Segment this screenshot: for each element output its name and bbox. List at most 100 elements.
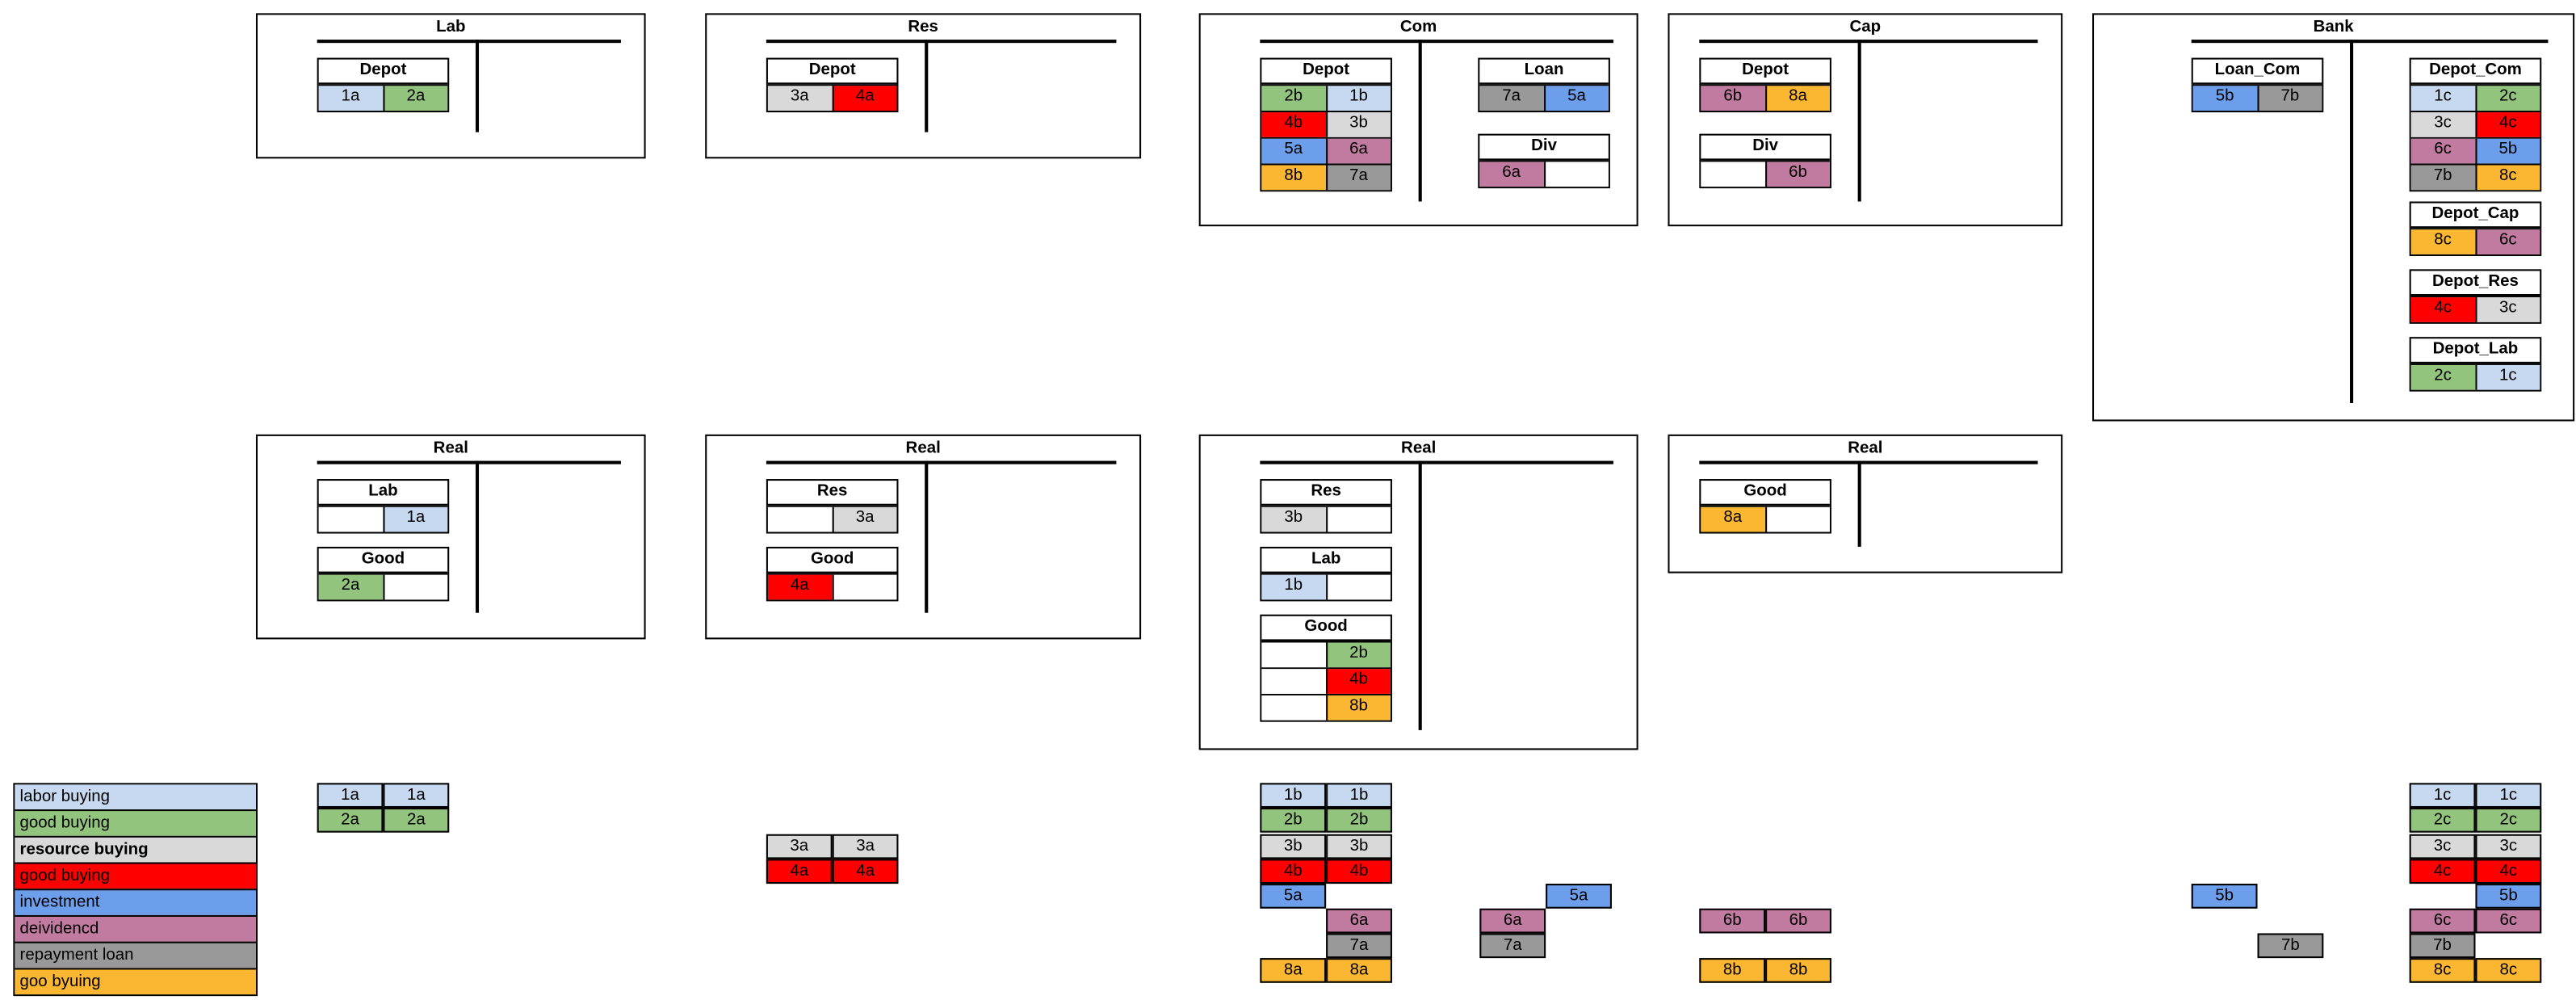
account-row: 3b xyxy=(1261,505,1391,532)
credit-cell xyxy=(1325,506,1391,532)
transaction-chip: 6c xyxy=(2409,908,2476,934)
transaction-chip: 2a xyxy=(383,808,450,833)
debit-cell: 1a xyxy=(318,86,383,111)
debit-cell: 1c xyxy=(2410,86,2475,111)
credit-cell xyxy=(1543,162,1609,187)
credit-cell: 7b xyxy=(2256,86,2322,111)
account-row: 3a xyxy=(767,505,897,532)
account-title: Loan_Com xyxy=(2192,60,2322,85)
sector-title: Real xyxy=(1848,439,1883,458)
debit-cell: 5a xyxy=(1261,138,1326,164)
legend-item-goods-buying: goo byuing xyxy=(15,968,256,995)
transaction-chip: 2b xyxy=(1260,808,1327,833)
account-row: 6b xyxy=(1701,160,1830,187)
account-row: 4a xyxy=(767,573,897,600)
credit-cell: 6a xyxy=(1325,138,1391,164)
account-title: Depot_Cap xyxy=(2410,204,2540,229)
account-title: Loan xyxy=(1479,60,1609,85)
credit-cell: 1c xyxy=(2474,364,2540,390)
credit-cell: 2a xyxy=(382,86,448,111)
legend: labor buying good buying resource buying… xyxy=(13,783,258,997)
debit-cell: 7b xyxy=(2410,165,2475,191)
transaction-chip: 5b xyxy=(2475,884,2542,909)
transaction-chip: 6a xyxy=(1479,908,1546,934)
account-row: 1b xyxy=(1261,573,1391,600)
account-row: 2b xyxy=(1261,641,1391,668)
credit-cell: 2c xyxy=(2474,86,2540,111)
credit-cell: 8a xyxy=(1764,86,1830,111)
transaction-chip: 7b xyxy=(2257,933,2324,959)
credit-cell: 4b xyxy=(1325,669,1391,694)
transaction-chip: 8b xyxy=(1699,958,1766,983)
credit-cell xyxy=(1325,574,1391,600)
account-title: Good xyxy=(1261,616,1391,641)
credit-cell: 2b xyxy=(1325,642,1391,668)
transaction-chip: 1a xyxy=(383,783,450,809)
transaction-chip: 4a xyxy=(832,859,899,884)
debit-cell: 6c xyxy=(2410,138,2475,164)
transaction-chip: 5a xyxy=(1260,884,1327,909)
account-title: Depot xyxy=(318,60,448,85)
transaction-chip: 2c xyxy=(2409,808,2476,833)
transaction-chip: 8c xyxy=(2475,958,2542,983)
account-title: Res xyxy=(1261,481,1391,506)
sector-title: Lab xyxy=(436,18,466,36)
debit-cell: 4b xyxy=(1261,112,1326,137)
legend-item-good-buying: good buying xyxy=(15,809,256,836)
debit-cell xyxy=(767,506,832,532)
credit-cell: 8b xyxy=(1325,695,1391,721)
sector-title: Com xyxy=(1399,18,1437,36)
account-title: Res xyxy=(767,481,897,506)
debit-cell: 5b xyxy=(2192,86,2257,111)
account-title: Good xyxy=(318,548,448,574)
transaction-chip: 3c xyxy=(2475,834,2542,859)
transaction-chip: 4a xyxy=(766,859,833,884)
transaction-chip: 3b xyxy=(1260,834,1327,859)
transaction-chip: 3a xyxy=(832,834,899,859)
transaction-chip: 6a xyxy=(1326,908,1392,934)
transaction-chip: 8a xyxy=(1260,958,1327,983)
account-title: Depot xyxy=(1261,60,1391,85)
transaction-chip: 3c xyxy=(2409,834,2476,859)
debit-cell: 3b xyxy=(1261,506,1326,532)
credit-cell xyxy=(831,574,897,600)
debit-cell: 7a xyxy=(1479,86,1544,111)
debit-cell: 8a xyxy=(1701,506,1765,532)
account-row: 8b xyxy=(1261,693,1391,721)
account-title: Depot xyxy=(1701,60,1830,85)
debit-cell: 8c xyxy=(2410,229,2475,254)
transaction-chip: 1b xyxy=(1260,783,1327,809)
credit-cell xyxy=(382,574,448,600)
credit-cell: 4a xyxy=(831,86,897,111)
credit-cell xyxy=(1764,506,1830,532)
account-row: 6a xyxy=(1479,160,1609,187)
debit-cell xyxy=(1701,162,1765,187)
credit-cell: 5a xyxy=(1543,86,1609,111)
